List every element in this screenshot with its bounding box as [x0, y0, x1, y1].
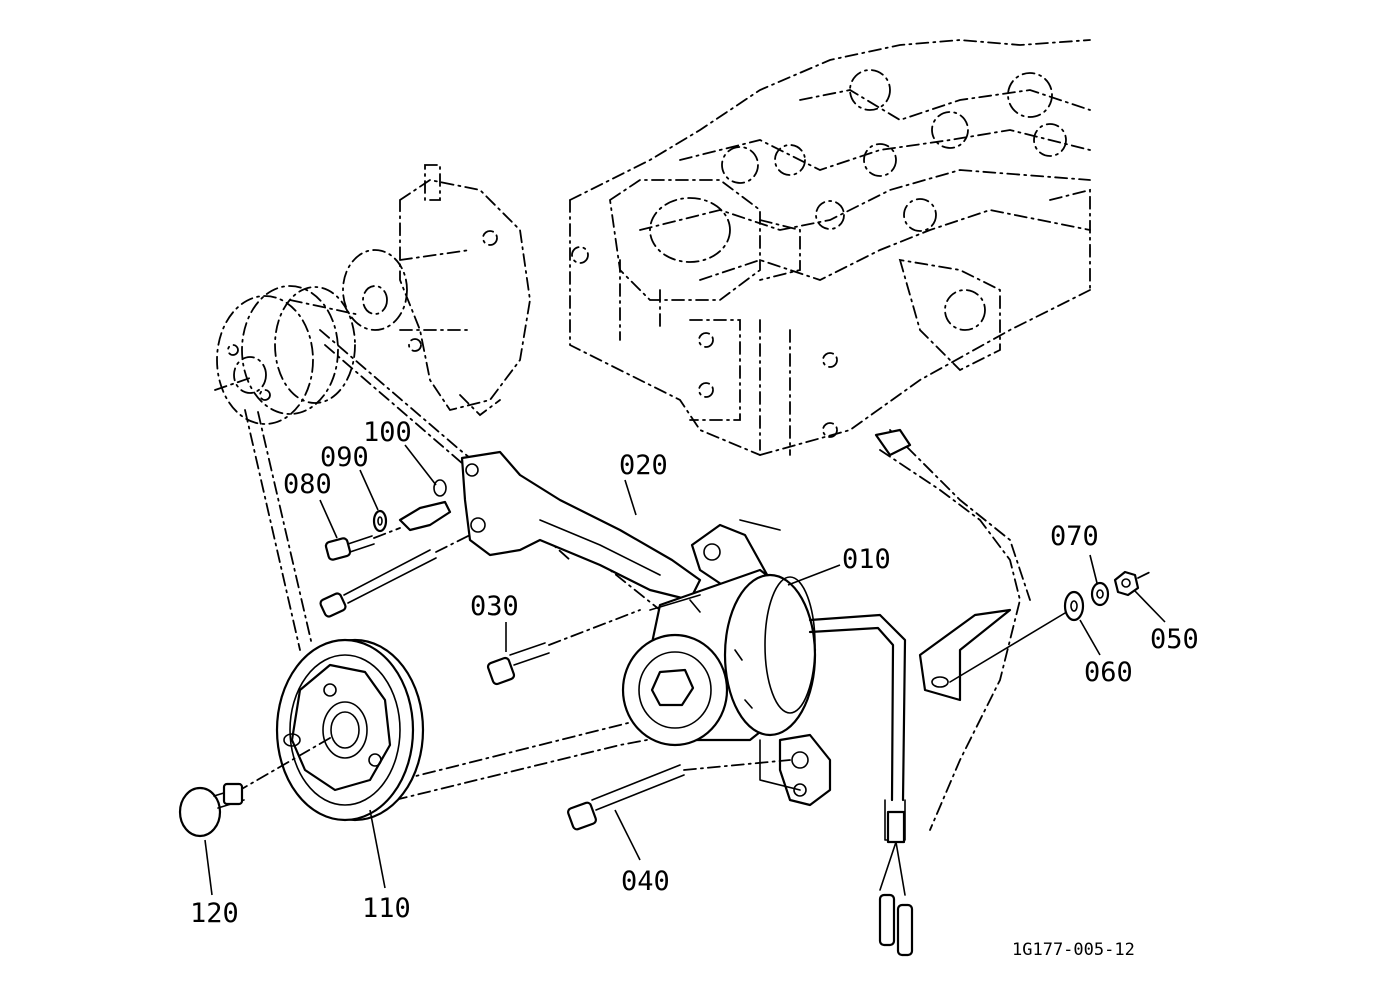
washer-060 [1063, 590, 1085, 622]
fan-pulley-outline [214, 285, 361, 425]
bracket-020 [460, 450, 702, 602]
bolt-040 [566, 759, 791, 831]
label-010: 010 [842, 544, 891, 575]
bolt-080 [324, 527, 401, 561]
label-100: 100 [363, 417, 412, 448]
label-120: 120 [190, 898, 239, 929]
washer-090 [372, 509, 388, 533]
leader-lines [204, 444, 1166, 896]
pulley-110 [239, 638, 425, 822]
diagram-reference-code: 1G177-005-12 [1012, 940, 1135, 960]
part-labels: 010 020 030 040 050 060 070 080 090 100 … [190, 417, 1199, 960]
lockwasher-070 [1090, 581, 1110, 607]
bolt-120 [178, 782, 245, 838]
label-080: 080 [283, 469, 332, 500]
long-bolt [319, 534, 471, 618]
nut-050 [1113, 570, 1151, 597]
clip-100 [398, 479, 452, 532]
compressor-010 [621, 519, 832, 807]
label-040: 040 [621, 866, 670, 897]
label-060: 060 [1084, 657, 1133, 688]
label-050: 050 [1150, 624, 1199, 655]
label-030: 030 [470, 591, 519, 622]
label-090: 090 [320, 442, 369, 473]
label-110: 110 [362, 893, 411, 924]
wire-harness [808, 428, 1071, 957]
bolt-030 [486, 609, 641, 686]
label-070: 070 [1050, 521, 1099, 552]
label-020: 020 [619, 450, 668, 481]
water-pump-outline [342, 164, 531, 417]
engine-block-outline [569, 39, 1091, 456]
